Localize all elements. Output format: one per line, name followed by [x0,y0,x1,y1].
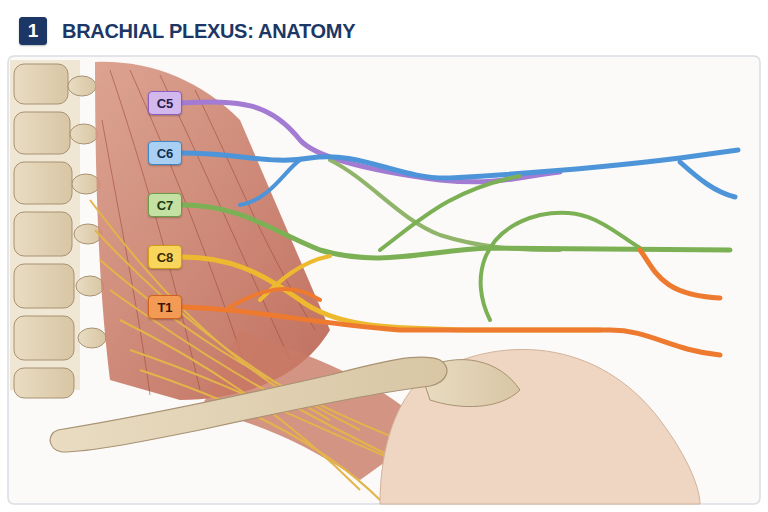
node-text: C6 [157,146,174,161]
diagram-title: BRACHIAL PLEXUS: ANATOMY [62,20,355,43]
c5-nerve [182,102,560,182]
node-text: C8 [157,250,174,265]
c8-nerve [182,257,600,330]
t1-split [640,250,720,298]
c6-branch [680,162,735,197]
step-badge: 1 [19,17,47,45]
t1-nerve [182,307,720,355]
c7-nerve [182,205,730,258]
root-label: C6 [148,141,182,165]
c6-nerve [182,150,738,178]
panel-frame [8,56,760,504]
c8-cross [481,213,640,320]
clavicle [50,357,447,452]
t1-cross [230,289,320,307]
node-text: C5 [157,96,174,111]
node-text: T1 [157,300,172,315]
spine [10,60,106,398]
root-label: C5 [148,91,182,115]
c8-up [260,256,330,300]
root-label: T1 [148,295,182,319]
root-label: C7 [148,193,182,217]
root-label: C8 [148,245,182,269]
node-text: 1 [28,20,39,42]
node-text: C7 [157,198,174,213]
plexus-nerves [182,102,738,355]
c7-up [240,160,300,205]
